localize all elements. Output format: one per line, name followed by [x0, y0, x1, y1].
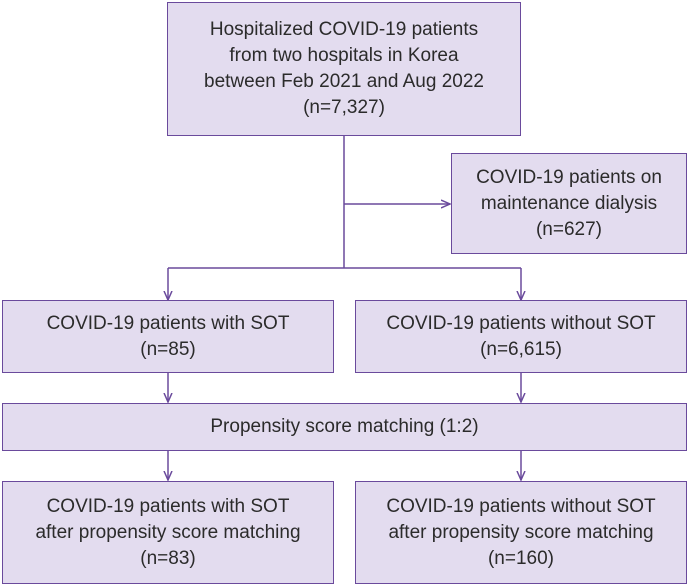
non-sot-label: COVID-19 patients without SOT — [386, 312, 656, 334]
exclusion-line-2: maintenance dialysis — [480, 192, 658, 214]
matching-label: Propensity score matching (1:2) — [210, 416, 479, 437]
non-sot-count: (n=6,615) — [480, 338, 562, 360]
non-sot-matched-line-1: COVID-19 patients without SOT — [386, 495, 656, 517]
propensity-matching-box: Propensity score matching (1:2) — [2, 403, 687, 451]
total-line-1: Hospitalized COVID-19 patients — [209, 19, 479, 40]
total-line-3: between Feb 2021 and Aug 2022 — [204, 71, 484, 92]
total-count: (n=7,327) — [303, 97, 385, 118]
sot-count: (n=85) — [140, 338, 196, 360]
sot-matched-box: COVID-19 patients with SOT after propens… — [2, 481, 334, 584]
non-sot-matched-line-2: after propensity score matching — [388, 521, 654, 543]
non-sot-matched-count: (n=160) — [487, 547, 555, 569]
exclusion-box: COVID-19 patients on maintenance dialysi… — [451, 153, 687, 254]
non-sot-matched-box: COVID-19 patients without SOT after prop… — [355, 481, 687, 584]
sot-patients-box: COVID-19 patients with SOT (n=85) — [2, 300, 334, 373]
total-line-2: from two hospitals in Korea — [229, 45, 459, 66]
non-sot-patients-box: COVID-19 patients without SOT (n=6,615) — [355, 300, 687, 373]
sot-matched-line-2: after propensity score matching — [35, 521, 301, 543]
sot-matched-count: (n=83) — [140, 547, 196, 569]
exclusion-line-1: COVID-19 patients on — [476, 166, 662, 188]
total-patients-box: Hospitalized COVID-19 patients from two … — [167, 2, 521, 136]
exclusion-count: (n=627) — [535, 218, 603, 240]
sot-matched-line-1: COVID-19 patients with SOT — [46, 495, 290, 517]
sot-label: COVID-19 patients with SOT — [46, 312, 290, 334]
